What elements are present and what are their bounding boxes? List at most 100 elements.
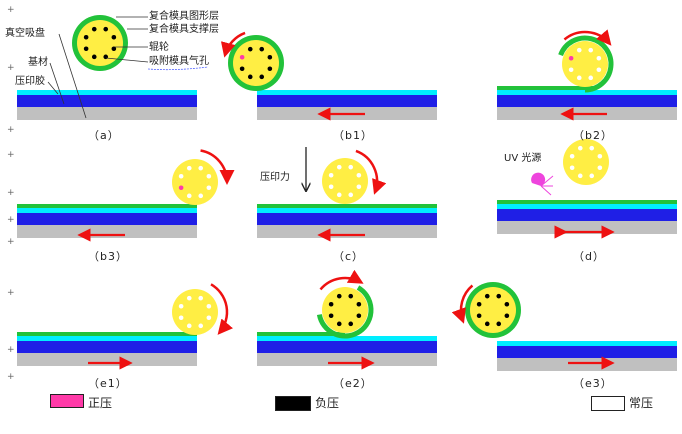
roller-body [77, 20, 123, 66]
suction-hole [348, 164, 354, 170]
imprint-glue-layer [257, 336, 437, 341]
layer-stack-b1 [257, 90, 437, 120]
label-uv-source: UV 光源 [504, 153, 542, 164]
stamp-layer [17, 332, 197, 336]
suction-hole [336, 192, 342, 198]
roller-body [470, 287, 516, 333]
suction-hole [91, 54, 97, 60]
stamp-wrap-partial [316, 285, 374, 339]
suction-hole [476, 301, 482, 307]
suction-hole [178, 315, 184, 321]
label-substrate: 基材 [28, 57, 48, 68]
substrate-layer [257, 213, 437, 225]
vacuum-chuck-layer [497, 358, 677, 371]
suction-hole [348, 293, 354, 299]
stamp-layer [257, 332, 345, 336]
suction-hole [568, 67, 574, 73]
suction-hole [111, 46, 117, 52]
imprint-glue-layer [257, 90, 437, 95]
suction-hole [103, 26, 109, 32]
suction-hole [484, 293, 490, 299]
leader-vacuum-chuck [58, 33, 87, 119]
caption-b3: （b3） [88, 250, 128, 263]
suction-hole [198, 165, 204, 171]
suction-hole [356, 313, 362, 319]
layer-stack-e1 [17, 332, 197, 366]
legend-normal-label: 常压 [629, 396, 654, 410]
label-composite-pattern-layer: 复合模具图形层 [149, 11, 219, 22]
margin-mark: + [7, 345, 15, 355]
suction-hole [336, 293, 342, 299]
label-suction-hole: 吸附模具气孔 [149, 56, 209, 67]
roller-b3 [172, 159, 218, 205]
layer-stack-b3 [17, 204, 197, 238]
suction-hole [178, 303, 184, 309]
label-imprint-force: 压印力 [260, 172, 290, 183]
suction-hole [569, 165, 575, 171]
suction-hole [267, 54, 273, 60]
suction-hole [336, 164, 342, 170]
legend-negative-label: 负压 [315, 396, 340, 410]
suction-hole [111, 34, 117, 40]
suction-hole [588, 75, 594, 81]
suction-hole [576, 75, 582, 81]
suction-hole [186, 193, 192, 199]
suction-hole [83, 46, 89, 52]
caption-b2: （b2） [573, 129, 613, 142]
imprint-glue-layer [17, 90, 197, 95]
rotation-arrow [563, 29, 612, 46]
suction-hole [596, 55, 602, 61]
roller-b1 [228, 35, 284, 91]
margin-mark: + [7, 215, 15, 225]
layer-stack-c [257, 204, 437, 238]
caption-e2: （e2） [333, 377, 373, 390]
suction-hole [247, 74, 253, 80]
suction-hole [247, 46, 253, 52]
caption-e3: （e3） [573, 377, 613, 390]
suction-hole [588, 47, 594, 53]
suction-hole [348, 321, 354, 327]
suction-hole [589, 173, 595, 179]
rotation-arrow [220, 31, 246, 58]
roller-c [322, 158, 368, 204]
caption-c: （c） [333, 250, 365, 263]
roller-e2 [316, 285, 374, 339]
suction-hole [568, 55, 574, 61]
suction-hole [178, 173, 184, 179]
underline-hole [147, 66, 209, 71]
layer-stack-e3 [497, 341, 677, 371]
suction-hole [496, 321, 502, 327]
suction-hole [577, 145, 583, 151]
vacuum-chuck-layer [257, 353, 437, 366]
stamp-layer [497, 86, 595, 90]
margin-mark: + [7, 5, 15, 15]
substrate-layer [497, 346, 677, 358]
suction-hole [328, 184, 334, 190]
suction-hole [569, 153, 575, 159]
suction-hole [198, 193, 204, 199]
suction-hole [178, 185, 184, 191]
stamp-layer [497, 200, 677, 204]
roller-b2 [558, 35, 614, 93]
suction-hole [356, 301, 362, 307]
uv-source-icon [531, 172, 554, 196]
suction-hole [206, 303, 212, 309]
suction-hole [484, 321, 490, 327]
imprint-glue-layer [257, 208, 437, 213]
legend-positive-label: 正压 [88, 396, 113, 410]
suction-hole [186, 323, 192, 329]
suction-hole [356, 172, 362, 178]
suction-hole [206, 315, 212, 321]
suction-hole [186, 165, 192, 171]
margin-mark: + [7, 288, 15, 298]
suction-hole [239, 54, 245, 60]
suction-hole [328, 313, 334, 319]
suction-hole [476, 313, 482, 319]
suction-hole [596, 67, 602, 73]
margin-mark: + [7, 125, 15, 135]
roller-body [322, 287, 368, 333]
caption-a: （a） [88, 129, 120, 142]
legend-negative-swatch [275, 396, 311, 411]
suction-hole [186, 295, 192, 301]
